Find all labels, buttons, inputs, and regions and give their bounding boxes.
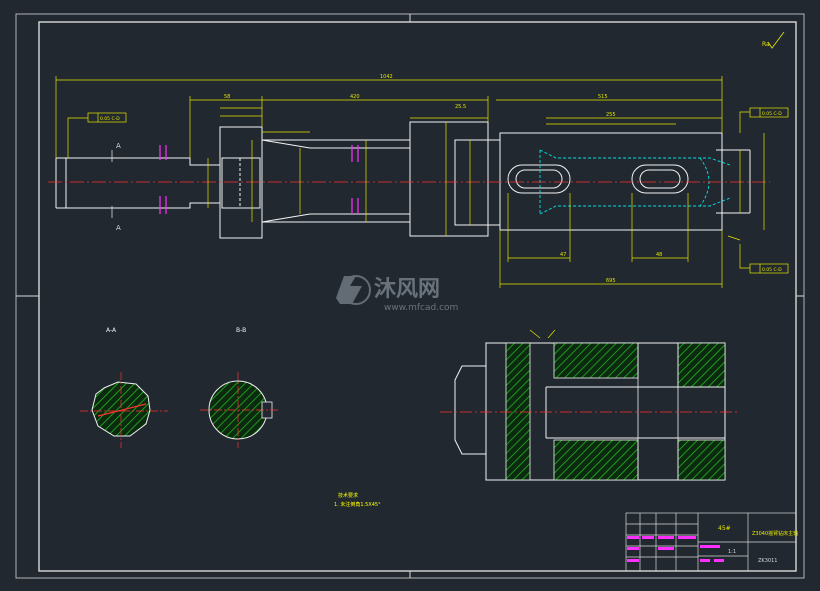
watermark-logo-icon: [336, 275, 371, 305]
dimension-lines: [55, 76, 765, 288]
section-mark-a-top: A: [116, 142, 121, 150]
section-mark-a-bottom: A: [116, 224, 121, 232]
notes-title: 技术要求: [338, 492, 358, 499]
roughness-symbol: Ra: [762, 31, 785, 49]
dim-top-2: 420: [350, 94, 360, 100]
dim-overall-length: 1042: [380, 74, 393, 80]
section-b-view: [200, 372, 280, 448]
shaft-outline: [55, 121, 751, 239]
notes-line-1: 1. 未注倒角1.5X45°: [334, 501, 381, 508]
view-b-label: B-B: [236, 327, 246, 334]
tolerance-box-3: 0.05 C-D: [762, 267, 782, 273]
tolerance-frames: [87, 107, 789, 274]
title-material: 45#: [718, 525, 731, 532]
tolerance-box-1: 0.05 C-D: [100, 116, 120, 122]
dim-top-3: 255: [606, 112, 616, 118]
section-a-view: [80, 372, 168, 448]
dim-top-4: 25.5: [455, 104, 466, 110]
title-block-magenta-cells: [627, 536, 724, 562]
break-marks: [159, 145, 359, 214]
title-drawing-number: ZK3011: [758, 558, 777, 564]
dimension-texts: 1042 58 420 25.5 515 255 47 48 695: [224, 74, 662, 284]
dim-right-top: 515: [598, 94, 608, 100]
dim-bottom-left: 47: [560, 252, 566, 258]
watermark-url: www.mfcad.com: [384, 303, 458, 313]
fork-inner-profile: [539, 149, 731, 215]
watermark-brand: 沐风网: [374, 277, 440, 302]
dim-bottom-total: 695: [606, 278, 616, 284]
tolerance-box-2: 0.05 C-D: [762, 111, 782, 117]
title-scale: 1:1: [728, 549, 736, 555]
title-block: [625, 512, 797, 572]
dim-top-1: 58: [224, 94, 230, 100]
title-drawing-name: Z3040摇臂钻床主轴: [752, 530, 798, 537]
drawing-frame: [15, 13, 805, 579]
fork-section-view: [440, 329, 740, 481]
dim-bottom-right: 48: [656, 252, 662, 258]
roughness-label: Ra: [762, 41, 770, 48]
view-a-label: A-A: [106, 327, 117, 334]
